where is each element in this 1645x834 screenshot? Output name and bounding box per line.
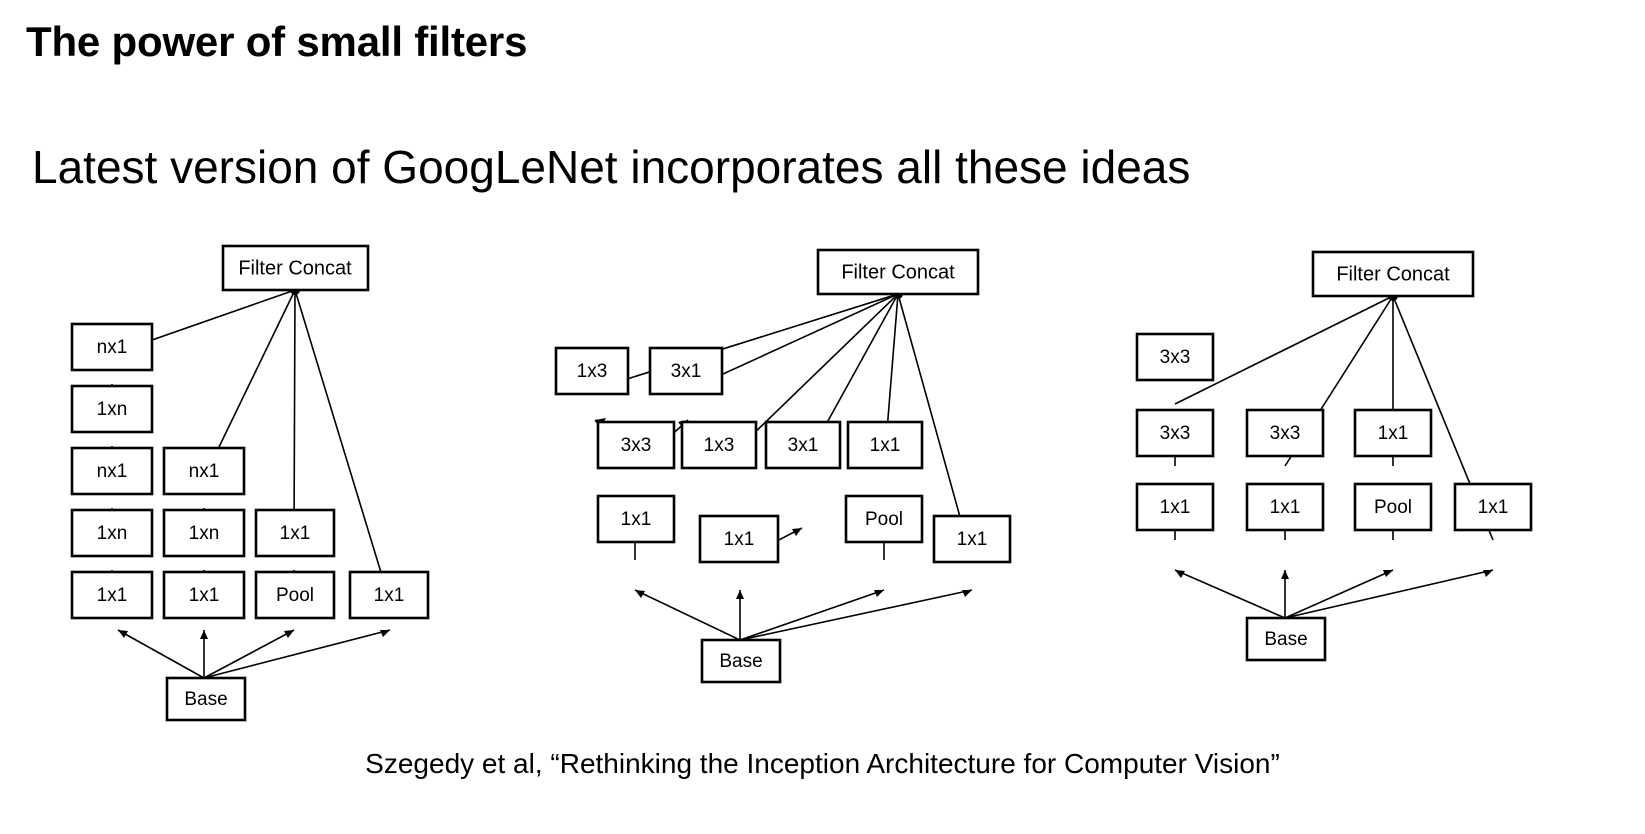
node-right-b1-1x1[interactable]: 1x1: [1135, 482, 1215, 532]
node-right-b3-pool-label: Pool: [1374, 497, 1412, 518]
node-left-b1-nx1-top-label: nx1: [97, 337, 128, 358]
node-right-b3-1x1[interactable]: 1x1: [1353, 408, 1433, 458]
node-left-b2-1xn-label: 1xn: [189, 523, 220, 544]
node-mid-b3-1x1[interactable]: 1x1: [846, 420, 924, 470]
node-left-b1-1xn-upper-label: 1xn: [97, 399, 128, 420]
node-left-b1-1xn-lower-label: 1xn: [97, 523, 128, 544]
node-mid-b2-1x1-label: 1x1: [724, 529, 755, 550]
node-left-b3-1x1[interactable]: 1x1: [254, 508, 336, 558]
node-mid-b1-1x1[interactable]: 1x1: [596, 494, 676, 544]
node-left-base[interactable]: Base: [165, 676, 247, 722]
node-left-b2-1x1[interactable]: 1x1: [162, 570, 246, 620]
node-filter-concat-left-label: Filter Concat: [238, 257, 352, 279]
node-left-b3-pool[interactable]: Pool: [254, 570, 336, 620]
node-mid-b1-split-3x1[interactable]: 3x1: [648, 346, 724, 396]
inception-module-left-diagram: Filter Concat nx1 1xn nx1 1xn 1x1: [70, 244, 430, 722]
node-right-b1-1x1-label: 1x1: [1160, 497, 1191, 518]
node-right-b2-3x3[interactable]: 3x3: [1245, 408, 1325, 458]
figure-source-caption: Szegedy et al, “Rethinking the Inception…: [365, 748, 1280, 779]
node-right-b1-3x3-top[interactable]: 3x3: [1135, 332, 1215, 382]
node-filter-concat-right-label: Filter Concat: [1336, 263, 1450, 285]
node-right-b4-1x1[interactable]: 1x1: [1453, 482, 1533, 532]
base-fanout-edges-left: [117, 629, 391, 679]
node-mid-b1-split-1x3[interactable]: 1x3: [554, 346, 630, 396]
node-mid-b1-split-1x3-label: 1x3: [577, 361, 608, 382]
node-filter-concat-middle[interactable]: Filter Concat: [816, 248, 980, 296]
node-right-b1-3x3-mid[interactable]: 3x3: [1135, 408, 1215, 458]
node-mid-b1-3x3[interactable]: 3x3: [596, 420, 676, 470]
node-mid-b2-1x1[interactable]: 1x1: [698, 514, 780, 564]
node-left-b1-nx1-mid-label: nx1: [97, 461, 128, 482]
node-mid-b3-pool[interactable]: Pool: [844, 494, 924, 544]
node-mid-b4-1x1[interactable]: 1x1: [932, 514, 1012, 564]
node-left-b4-1x1[interactable]: 1x1: [348, 570, 430, 620]
node-mid-b3-pool-label: Pool: [865, 509, 903, 530]
base-fanout-edges-middle: [634, 589, 973, 641]
figure-area: Filter Concat nx1 1xn nx1 1xn 1x1: [0, 230, 1645, 730]
node-left-b1-1x1-label: 1x1: [97, 585, 128, 606]
node-right-b1-3x3-top-label: 3x3: [1160, 347, 1191, 368]
node-right-b2-3x3-label: 3x3: [1270, 423, 1301, 444]
node-filter-concat-left[interactable]: Filter Concat: [221, 244, 370, 292]
concat-input-edges-right: [1174, 291, 1494, 541]
inception-module-right-diagram: Filter Concat 3x3 3x3 1x1 3x3: [1135, 250, 1533, 662]
node-left-b2-1xn[interactable]: 1xn: [162, 508, 246, 558]
node-mid-b2-split-1x3[interactable]: 1x3: [680, 420, 758, 470]
node-mid-b4-1x1-label: 1x1: [957, 529, 988, 550]
node-left-b1-nx1-mid[interactable]: nx1: [70, 446, 154, 496]
node-mid-b2-split-3x1-label: 3x1: [788, 435, 819, 456]
node-left-b3-1x1-label: 1x1: [280, 523, 311, 544]
base-fanout-edges-right: [1174, 569, 1494, 619]
node-left-base-label: Base: [184, 689, 227, 710]
node-mid-b1-split-3x1-label: 3x1: [671, 361, 702, 382]
node-left-b1-1xn-lower[interactable]: 1xn: [70, 508, 154, 558]
node-right-base[interactable]: Base: [1245, 616, 1327, 662]
node-mid-b2-split-3x1[interactable]: 3x1: [764, 420, 842, 470]
node-right-b3-pool[interactable]: Pool: [1353, 482, 1433, 532]
inception-module-middle-diagram: Filter Concat 1x3 3x1 3x3 1x3: [554, 248, 1012, 684]
node-mid-base[interactable]: Base: [700, 638, 782, 684]
node-left-b1-1xn-upper[interactable]: 1xn: [70, 384, 154, 434]
node-mid-b1-1x1-label: 1x1: [621, 509, 652, 530]
node-mid-b3-1x1-label: 1x1: [870, 435, 901, 456]
node-left-b2-nx1[interactable]: nx1: [162, 446, 246, 496]
node-mid-base-label: Base: [719, 651, 762, 672]
node-right-b3-1x1-label: 1x1: [1378, 423, 1409, 444]
node-left-b2-1x1-label: 1x1: [189, 585, 220, 606]
node-filter-concat-middle-label: Filter Concat: [841, 261, 955, 283]
node-right-b1-3x3-mid-label: 3x3: [1160, 423, 1191, 444]
node-left-b3-pool-label: Pool: [276, 585, 314, 606]
node-left-b1-nx1-top[interactable]: nx1: [70, 322, 154, 372]
node-left-b2-nx1-label: nx1: [189, 461, 220, 482]
concat-input-edges-left: [111, 285, 391, 603]
page-title: The power of small filters: [26, 18, 528, 65]
node-filter-concat-right[interactable]: Filter Concat: [1311, 250, 1475, 298]
node-right-base-label: Base: [1264, 629, 1307, 650]
slide-subtitle: Latest version of GoogLeNet incorporates…: [32, 141, 1191, 193]
node-mid-b1-3x3-label: 3x3: [621, 435, 652, 456]
node-left-b4-1x1-label: 1x1: [374, 585, 405, 606]
node-mid-b2-split-1x3-label: 1x3: [704, 435, 735, 456]
node-right-b4-1x1-label: 1x1: [1478, 497, 1509, 518]
node-right-b2-1x1[interactable]: 1x1: [1245, 482, 1325, 532]
node-left-b1-1x1[interactable]: 1x1: [70, 570, 154, 620]
node-right-b2-1x1-label: 1x1: [1270, 497, 1301, 518]
